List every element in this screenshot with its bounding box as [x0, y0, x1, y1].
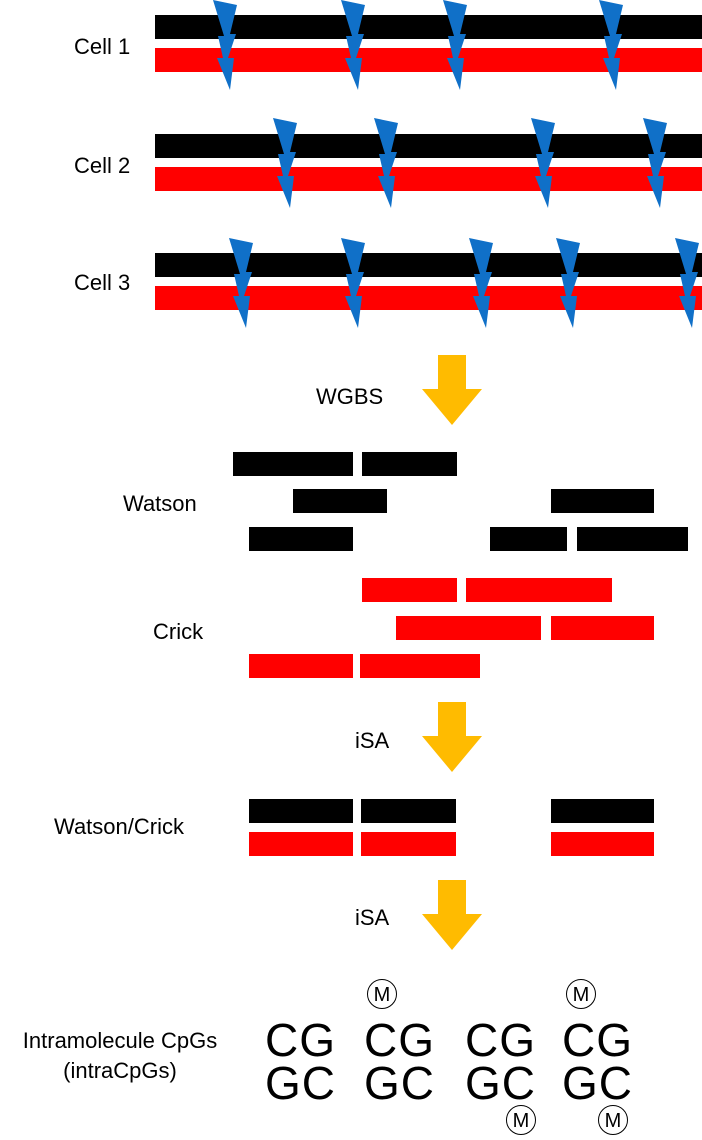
cell-2-label: Cell 2 [74, 153, 131, 178]
paired-watson-read [249, 799, 353, 823]
methyl-mark-bottom-2: M [598, 1105, 628, 1135]
wgbs-down-arrow-icon [422, 355, 482, 425]
intracpgs-label-line2: (intraCpGs) [63, 1058, 177, 1083]
cpg-top-3: CG [465, 1014, 536, 1066]
wgbs-step-label: WGBS [316, 384, 384, 409]
cpg-bottom-2: GC [364, 1057, 435, 1109]
paired-watson-read [361, 799, 456, 823]
isa-step-1-label: iSA [355, 728, 390, 753]
cell-3-bolt-3-icon [469, 238, 493, 328]
paired-crick-read [361, 832, 456, 856]
cell-3-label: Cell 3 [74, 270, 131, 295]
methyl-mark-top-2: M [566, 979, 596, 1009]
methyl-mark-top-1: M [367, 979, 397, 1009]
watson-read [293, 489, 387, 513]
watson-read [551, 489, 654, 513]
paired-crick-read [249, 832, 353, 856]
watson-read [577, 527, 688, 551]
cell-1-bolt-3-icon [443, 0, 467, 90]
crick-read [466, 578, 612, 602]
cell-2-bolt-2-icon [374, 118, 398, 208]
watson-read [362, 452, 457, 476]
cpg-top-1: CG [265, 1014, 336, 1066]
cell-2-bolt-4-icon [643, 118, 667, 208]
isa-2-down-arrow-icon [422, 880, 482, 950]
isa-step-2-label: iSA [355, 905, 390, 930]
cell-2-crick-strand [155, 167, 702, 191]
cpg-bottom-1: GC [265, 1057, 336, 1109]
cell-3-bolt-4-icon [556, 238, 580, 328]
crick-label: Crick [153, 619, 204, 644]
isa-1-down-arrow-icon [422, 702, 482, 772]
cpg-top-2: CG [364, 1014, 435, 1066]
cell-2-bolt-3-icon [531, 118, 555, 208]
methyl-mark-bottom-1: M [506, 1105, 536, 1135]
cell-2-watson-strand [155, 134, 702, 158]
cell-2-bolt-1-icon [273, 118, 297, 208]
cell-3-bolt-2-icon [341, 238, 365, 328]
paired-crick-read [551, 832, 654, 856]
cpg-top-4: CG [562, 1014, 633, 1066]
cell-1-bolt-4-icon [599, 0, 623, 90]
cell-3-bolt-5-icon [675, 238, 699, 328]
crick-read [360, 654, 480, 678]
cpg-bottom-4: GC [562, 1057, 633, 1109]
crick-read [396, 616, 541, 640]
cell-1-label: Cell 1 [74, 34, 131, 59]
watson-label: Watson [123, 491, 197, 516]
cell-1-bolt-2-icon [341, 0, 365, 90]
crick-read [249, 654, 353, 678]
watson-read [490, 527, 567, 551]
watson-crick-label: Watson/Crick [54, 814, 184, 839]
paired-watson-read [551, 799, 654, 823]
crick-read [362, 578, 457, 602]
intracpgs-label-line1: Intramolecule CpGs [22, 1028, 218, 1053]
cell-1-bolt-1-icon [213, 0, 237, 90]
watson-read [249, 527, 353, 551]
crick-read [551, 616, 654, 640]
intracpgs-label: Intramolecule CpGs (intraCpGs) [0, 1026, 240, 1086]
cpg-bottom-3: GC [465, 1057, 536, 1109]
watson-read [233, 452, 353, 476]
cell-3-bolt-1-icon [229, 238, 253, 328]
